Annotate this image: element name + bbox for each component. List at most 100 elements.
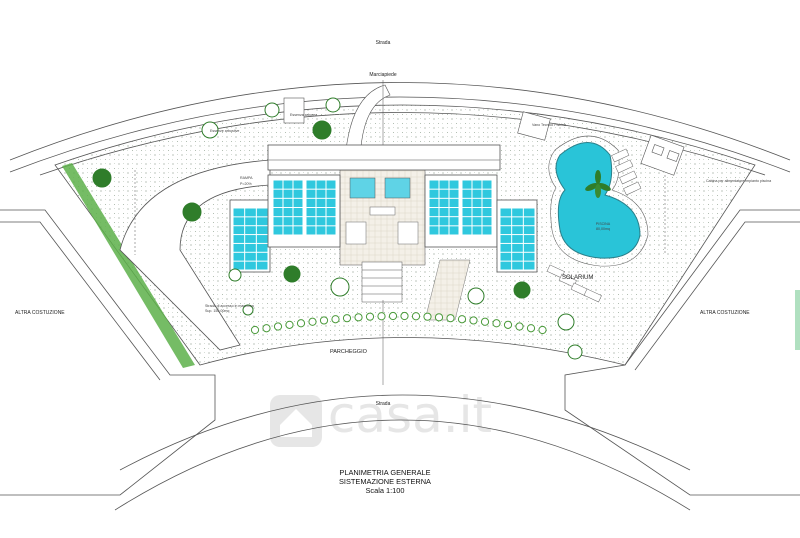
tile xyxy=(429,180,439,189)
shrub-icon xyxy=(515,322,524,331)
shrub-icon xyxy=(331,315,340,324)
tree-icon xyxy=(567,344,583,360)
side-path xyxy=(424,259,471,321)
tile xyxy=(326,180,336,189)
tile xyxy=(233,261,245,270)
altra-costruzione-left: ALTRA COSTUZIONE xyxy=(15,310,65,316)
pool-label: PISCINA xyxy=(596,222,611,226)
tile xyxy=(245,217,256,226)
tile xyxy=(500,243,512,252)
tree-icon xyxy=(330,277,350,297)
tile xyxy=(256,226,268,235)
tree-icon xyxy=(283,265,301,283)
vano-tecnico-label: Vano Tecnico Piscina xyxy=(532,123,566,127)
tile xyxy=(256,217,268,226)
shrub-icon xyxy=(492,319,501,328)
tile xyxy=(306,208,316,217)
tile xyxy=(273,208,283,217)
cabina-label: Cabina per alimentatore impianto piscina xyxy=(706,179,771,183)
tile xyxy=(500,217,512,226)
tile xyxy=(256,261,268,270)
road-lines xyxy=(9,82,791,511)
tile xyxy=(233,208,245,217)
tile xyxy=(293,198,303,207)
tile xyxy=(462,180,472,189)
shrub-icon xyxy=(296,319,306,328)
shrub-icon xyxy=(365,312,375,321)
tile xyxy=(245,226,256,235)
pool xyxy=(555,142,641,259)
tile xyxy=(482,226,492,235)
stairs xyxy=(361,261,403,303)
tree-icon xyxy=(312,120,332,140)
tile xyxy=(500,261,512,270)
shrub-icon xyxy=(319,316,329,325)
neighbor-building-left xyxy=(0,209,216,496)
tree-icon xyxy=(228,268,242,282)
tile xyxy=(293,180,303,189)
shrub-icon xyxy=(423,312,432,321)
tile xyxy=(233,235,245,243)
tile xyxy=(482,189,492,198)
tile xyxy=(316,208,326,217)
rampa-slope-label: P=20% xyxy=(240,182,252,186)
tile xyxy=(283,189,293,198)
tile xyxy=(293,226,303,235)
tile xyxy=(500,235,512,243)
shrub-icon xyxy=(411,312,421,321)
tree-icon xyxy=(182,202,202,222)
tile xyxy=(429,217,439,226)
tile xyxy=(439,198,449,207)
tile xyxy=(245,252,256,261)
shrub-icon xyxy=(469,316,478,325)
tile xyxy=(326,189,336,198)
tile xyxy=(293,217,303,226)
essenze-label: Essenza arborea xyxy=(290,113,317,117)
tile xyxy=(273,189,283,198)
title-scale: Scala 1:100 xyxy=(365,486,404,495)
tile xyxy=(449,180,459,189)
shrub-icon xyxy=(285,320,294,329)
tile xyxy=(283,217,293,226)
strada-accesso-dim-label: Sup. 150,00mq xyxy=(205,309,229,313)
palm-tree xyxy=(585,170,611,198)
tile xyxy=(449,198,459,207)
driveway xyxy=(119,159,271,351)
tile xyxy=(523,235,535,243)
tile xyxy=(472,198,482,207)
watermark-text: casa.it xyxy=(328,386,492,444)
shrub-icon xyxy=(503,320,513,329)
tile xyxy=(449,208,459,217)
trees xyxy=(92,97,583,360)
shrub-icon xyxy=(388,311,398,321)
shrub-icon xyxy=(538,325,547,335)
tile xyxy=(462,217,472,226)
tile xyxy=(256,252,268,261)
tile xyxy=(316,180,326,189)
tile xyxy=(429,226,439,235)
tile xyxy=(306,226,316,235)
tile xyxy=(449,189,459,198)
altra-costruzione-right: ALTRA COSTUZIONE xyxy=(700,310,750,316)
tile xyxy=(283,180,293,189)
tile xyxy=(462,226,472,235)
tile xyxy=(326,217,336,226)
tile xyxy=(306,189,316,198)
tile xyxy=(326,198,336,207)
solarium-label: Solarium xyxy=(562,275,593,281)
sidewalk-label: Marciapiede xyxy=(369,72,396,78)
shrub-icon xyxy=(262,324,271,333)
tile xyxy=(233,243,245,252)
tile xyxy=(256,235,268,243)
tile xyxy=(245,208,256,217)
road-bottom-label: Strada xyxy=(376,401,391,407)
tile xyxy=(233,217,245,226)
tile xyxy=(293,189,303,198)
tile xyxy=(500,208,512,217)
tile xyxy=(316,198,326,207)
shrub-icon xyxy=(457,315,467,324)
shrub-icon xyxy=(250,325,260,335)
tile xyxy=(523,226,535,235)
pool-area-label: 80,00mq xyxy=(596,227,610,231)
shrub-icon xyxy=(342,314,352,323)
